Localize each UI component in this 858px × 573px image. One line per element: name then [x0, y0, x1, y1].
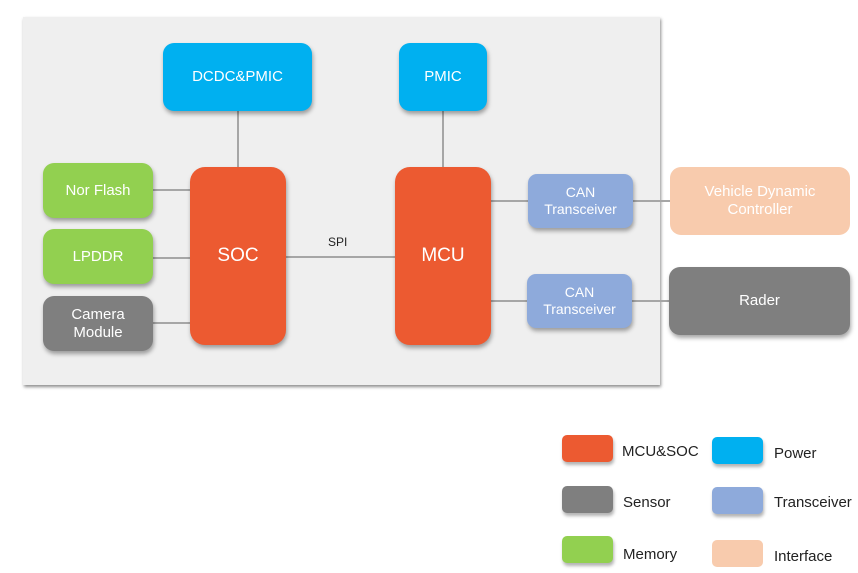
- camera-label-line1: Camera: [71, 305, 125, 323]
- wire-soc-mcu-spi: [286, 256, 395, 258]
- vehicle-dynamic-controller-block[interactable]: Vehicle Dynamic Controller: [670, 167, 850, 235]
- camera-module-block[interactable]: Camera Module: [43, 296, 153, 351]
- camera-label-line2: Module: [73, 323, 123, 341]
- can2-label-line1: CAN: [564, 284, 595, 301]
- vdc-label-line2: Controller: [727, 201, 793, 218]
- dcdc-pmic-label: DCDC&PMIC: [192, 68, 283, 85]
- legend-label-sensor: Sensor: [623, 494, 671, 511]
- vdc-label-line1: Vehicle Dynamic: [704, 183, 816, 200]
- can1-label-line1: CAN: [565, 184, 596, 201]
- wire-mcu-can2: [491, 300, 528, 302]
- soc-block[interactable]: SOC: [190, 167, 286, 345]
- legend-swatch-sensor: [562, 486, 613, 513]
- legend-label-power: Power: [774, 445, 817, 462]
- dcdc-pmic-block[interactable]: DCDC&PMIC: [163, 43, 312, 111]
- wire-pmic-mcu: [442, 111, 444, 167]
- wire-mcu-can1: [491, 200, 528, 202]
- wire-can2-rader: [632, 300, 669, 302]
- wire-dcdc-soc: [237, 111, 239, 167]
- wire-norflash-soc: [153, 189, 190, 191]
- mcu-block[interactable]: MCU: [395, 167, 491, 345]
- wire-lpddr-soc: [153, 257, 190, 259]
- nor-flash-block[interactable]: Nor Flash: [43, 163, 153, 218]
- can-transceiver-1-block[interactable]: CAN Transceiver: [528, 174, 633, 228]
- pmic-label: PMIC: [424, 68, 462, 85]
- rader-label: Rader: [739, 292, 780, 309]
- lpddr-label: LPDDR: [72, 247, 124, 265]
- pmic-block[interactable]: PMIC: [399, 43, 487, 111]
- wire-camera-soc: [153, 322, 190, 324]
- wire-can1-vdc: [633, 200, 670, 202]
- mcu-label: MCU: [421, 244, 465, 266]
- legend-label-interface: Interface: [774, 548, 833, 565]
- nor-flash-label: Nor Flash: [65, 181, 131, 199]
- legend-swatch-interface: [712, 540, 763, 567]
- legend-swatch-power: [712, 437, 763, 464]
- soc-label: SOC: [217, 244, 259, 266]
- legend-swatch-memory: [562, 536, 613, 563]
- lpddr-block[interactable]: LPDDR: [43, 229, 153, 284]
- can1-label-line2: Transceiver: [544, 201, 617, 217]
- legend-swatch-mcu-soc: [562, 435, 613, 462]
- can-transceiver-2-block[interactable]: CAN Transceiver: [527, 274, 632, 328]
- spi-label: SPI: [328, 235, 348, 249]
- legend-label-transceiver: Transceiver: [774, 494, 852, 511]
- can2-label-line2: Transceiver: [543, 301, 616, 317]
- rader-block[interactable]: Rader: [669, 267, 850, 335]
- legend-label-memory: Memory: [623, 546, 678, 563]
- legend-label-mcu-soc: MCU&SOC: [622, 443, 699, 460]
- legend-swatch-transceiver: [712, 487, 763, 514]
